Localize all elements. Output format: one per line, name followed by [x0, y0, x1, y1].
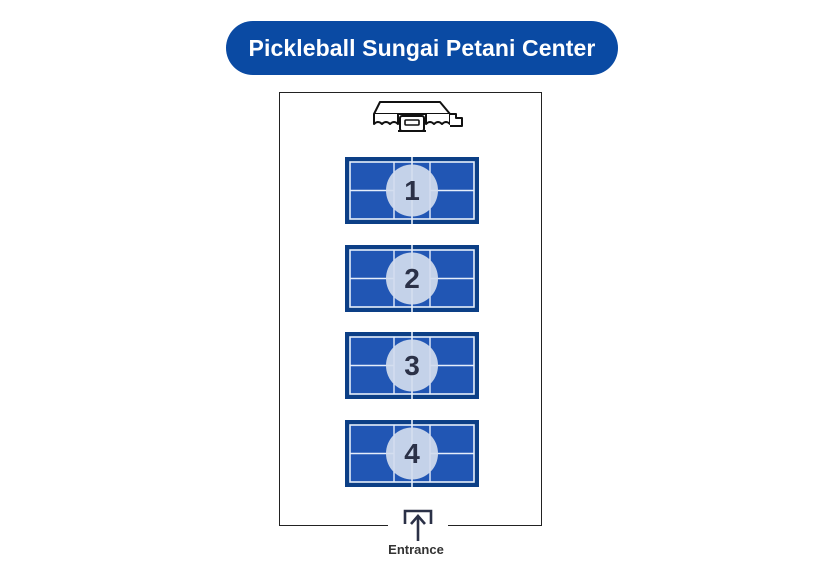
court-number: 1 [404, 174, 420, 206]
entrance-arrow-icon[interactable] [402, 508, 434, 542]
court-surface [345, 420, 479, 487]
pavilion-icon [373, 101, 463, 132]
court-surface [345, 245, 479, 312]
court-3[interactable]: 3 [345, 332, 479, 399]
court-4[interactable]: 4 [345, 420, 479, 487]
map-title: Pickleball Sungai Petani Center [226, 21, 618, 75]
court-1[interactable]: 1 [345, 157, 479, 224]
entrance-label: Entrance [388, 542, 444, 557]
court-number: 3 [404, 349, 420, 381]
court-surface [345, 332, 479, 399]
court-surface [345, 157, 479, 224]
court-number: 4 [404, 437, 420, 469]
court-number: 2 [404, 262, 420, 294]
court-2[interactable]: 2 [345, 245, 479, 312]
